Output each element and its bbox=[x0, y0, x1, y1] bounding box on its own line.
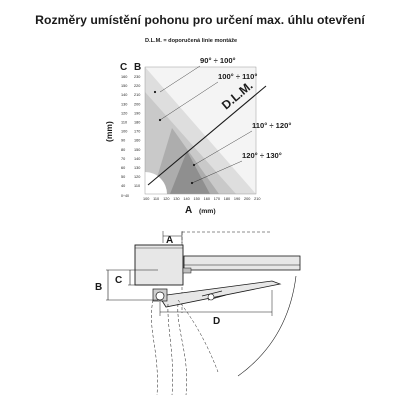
b-tick-label: 200 bbox=[134, 102, 140, 106]
x-tick-label: 140 bbox=[183, 197, 189, 201]
dim-d-label: D bbox=[213, 316, 220, 327]
leader-line bbox=[159, 65, 201, 93]
x-tick-label: 180 bbox=[224, 197, 230, 201]
c-tick-label: 40 bbox=[121, 184, 125, 188]
c-tick-label: 120 bbox=[121, 111, 127, 115]
dim-b-label: B bbox=[95, 282, 102, 293]
c-tick-labels: 160 150 140 130 120 110 100 90 80 70 60 50 40 bbox=[121, 75, 127, 188]
b-tick-label: 120 bbox=[134, 175, 140, 179]
c-tick-label: 90 bbox=[121, 139, 125, 143]
x-tick-label: 150 bbox=[194, 197, 200, 201]
x-tick-label: 190 bbox=[234, 197, 240, 201]
x-tick-label: 100 bbox=[143, 197, 149, 201]
c-tick-label: 80 bbox=[121, 148, 125, 152]
c-tick-label: 50 bbox=[121, 175, 125, 179]
axis-b-title: B bbox=[134, 62, 141, 73]
arm-pin bbox=[207, 293, 215, 301]
x-tick-label: 160 bbox=[204, 197, 210, 201]
x-tick-label: 200 bbox=[244, 197, 250, 201]
axis-y-unit: (mm) bbox=[104, 121, 114, 142]
c-tick-label: 150 bbox=[121, 84, 127, 88]
dlm-note: D.L.M. = doporučená linie montáže bbox=[145, 38, 238, 44]
swing-arc bbox=[237, 275, 297, 377]
swing-arc-inner bbox=[177, 299, 219, 373]
c-tick-label: 70 bbox=[121, 157, 125, 161]
zone-label-120-130: 120° ÷ 130° bbox=[242, 151, 282, 160]
gate-rail bbox=[183, 255, 301, 271]
b-tick-label: 180 bbox=[134, 121, 140, 125]
c-tick-label: 160 bbox=[121, 75, 127, 79]
b-tick-label: 170 bbox=[134, 130, 140, 134]
x-tick-label: 210 bbox=[254, 197, 260, 201]
b-tick-labels: 230 220 210 200 190 180 170 160 150 140 130 120 110 bbox=[134, 75, 140, 188]
axis-a-title: A bbox=[185, 205, 192, 216]
corner-tick-label: 0÷40 bbox=[121, 194, 129, 198]
sample-point bbox=[153, 90, 157, 94]
b-tick-label: 160 bbox=[134, 139, 140, 143]
zone-label-90-100: 90° ÷ 100° bbox=[200, 56, 236, 65]
corner-cutout bbox=[145, 172, 167, 194]
pillar-outline bbox=[151, 299, 187, 396]
zone-label-100-110: 100° ÷ 110° bbox=[218, 72, 257, 81]
b-tick-label: 150 bbox=[134, 148, 140, 152]
motor-housing bbox=[134, 244, 184, 286]
leader-line bbox=[193, 130, 253, 166]
c-tick-label: 110 bbox=[121, 121, 127, 125]
b-tick-label: 130 bbox=[134, 166, 140, 170]
axis-a-unit: (mm) bbox=[199, 208, 216, 215]
x-tick-label: 110 bbox=[153, 197, 159, 201]
dlm-line bbox=[147, 85, 267, 186]
zone-label-110-120: 110° ÷ 120° bbox=[252, 121, 291, 130]
c-tick-label: 60 bbox=[121, 166, 125, 170]
x-tick-label: 120 bbox=[163, 197, 169, 201]
zone-120-130 bbox=[170, 151, 210, 194]
b-tick-label: 220 bbox=[134, 84, 140, 88]
b-tick-label: 210 bbox=[134, 93, 140, 97]
c-tick-label: 100 bbox=[121, 130, 127, 134]
x-tick-labels: 100 110 120 130 140 150 160 170 180 190 200 210 bbox=[143, 197, 260, 201]
b-tick-label: 190 bbox=[134, 111, 140, 115]
leader-line bbox=[191, 160, 243, 184]
page-title: Rozměry umístění pohonu pro určení max. … bbox=[35, 13, 365, 27]
dim-c-label: C bbox=[115, 275, 122, 286]
b-tick-label: 230 bbox=[134, 75, 140, 79]
leader-line bbox=[159, 81, 219, 121]
motor-shaft bbox=[182, 267, 192, 274]
plot-border bbox=[144, 66, 257, 195]
b-tick-label: 140 bbox=[134, 157, 140, 161]
operator-arm bbox=[158, 280, 282, 308]
c-tick-label: 130 bbox=[121, 102, 127, 106]
x-tick-label: 170 bbox=[214, 197, 220, 201]
b-tick-label: 110 bbox=[134, 184, 140, 188]
x-tick-label: 130 bbox=[173, 197, 179, 201]
axis-c-title: C bbox=[120, 62, 127, 73]
dim-a-label: A bbox=[166, 235, 173, 246]
c-tick-label: 140 bbox=[121, 93, 127, 97]
pivot-joint bbox=[155, 291, 165, 301]
